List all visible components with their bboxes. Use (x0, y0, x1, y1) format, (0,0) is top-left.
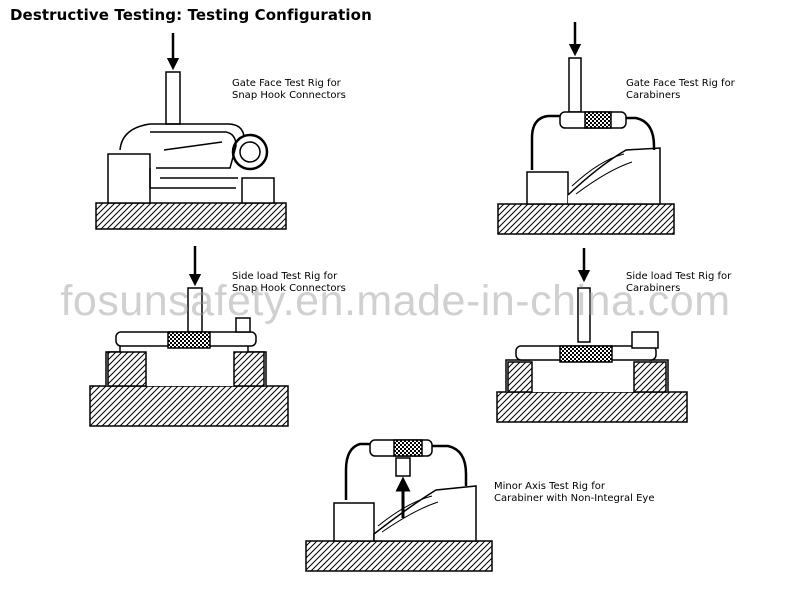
rig-side-load-snap-hook (89, 246, 289, 427)
rig-label-line2: Carabiners (626, 90, 681, 101)
rig-label-line1: Minor Axis Test Rig for (494, 481, 605, 492)
rig-label-line1: Gate Face Test Rig for (232, 78, 341, 89)
load-ram (187, 287, 203, 333)
support-block (333, 502, 375, 542)
rig-label-gate-face-carabiner: Gate Face Test Rig for Carabiners (626, 78, 735, 102)
fixture-lines (377, 495, 439, 533)
rig-label-line1: Side load Test Rig for (626, 271, 732, 282)
hook-eye (231, 133, 269, 171)
load-ram (165, 71, 181, 125)
fixture-slope (373, 485, 477, 542)
carabiner-loop (530, 114, 656, 170)
gate-sleeve (393, 439, 423, 457)
rig-label-side-load-snap-hook: Side load Test Rig for Snap Hook Connect… (232, 271, 346, 295)
support-block (526, 171, 569, 205)
load-pin (395, 457, 411, 477)
hook-eye-inner (239, 141, 261, 163)
rig-label-line2: Carabiner with Non-Integral Eye (494, 493, 655, 504)
rig-label-gate-face-snap-hook: Gate Face Test Rig for Snap Hook Connect… (232, 78, 346, 102)
carabiner-nose (631, 331, 659, 349)
rig-label-line1: Gate Face Test Rig for (626, 78, 735, 89)
load-ram (568, 57, 582, 113)
rig-label-line1: Side load Test Rig for (232, 271, 338, 282)
gate-sleeve (167, 331, 211, 349)
fixture-side (107, 351, 147, 387)
support-block (241, 177, 275, 204)
support-block (107, 153, 151, 204)
rig-label-line2: Carabiners (626, 283, 681, 294)
gate-sleeve (559, 345, 613, 363)
base-plate (95, 202, 287, 230)
base-plate (305, 540, 493, 572)
rig-label-side-load-carabiner: Side load Test Rig for Carabiners (626, 271, 731, 295)
fixture-side (507, 361, 533, 393)
hook-latch (235, 317, 251, 333)
rig-minor-axis-carabiner (305, 439, 493, 572)
rig-label-minor-axis-carabiner: Minor Axis Test Rig for Carabiner with N… (494, 481, 655, 505)
fixture-side (233, 351, 265, 387)
rig-side-load-carabiner (496, 248, 688, 423)
rig-label-line2: Snap Hook Connectors (232, 283, 346, 294)
snap-hook (119, 123, 245, 189)
load-ram (577, 287, 591, 343)
page-title: Destructive Testing: Testing Configurati… (10, 6, 372, 24)
gate-sleeve (584, 111, 612, 129)
fixture-lines (571, 153, 633, 195)
rig-gate-face-carabiner (497, 22, 675, 235)
rig-label-line2: Snap Hook Connectors (232, 90, 346, 101)
base-plate (496, 391, 688, 423)
base-plate (497, 203, 675, 235)
carabiner-loop (344, 442, 468, 500)
fixture-side (633, 361, 667, 393)
base-plate (89, 385, 289, 427)
fixture-slope (567, 147, 661, 205)
rig-gate-face-snap-hook (95, 33, 287, 230)
